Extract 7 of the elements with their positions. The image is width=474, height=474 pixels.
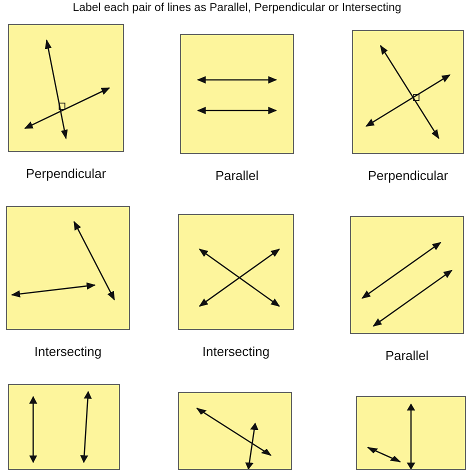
answer-label: Perpendicular [24,166,108,181]
answer-label: Parallel [384,348,430,363]
worksheet-heading: Label each pair of lines as Parallel, Perpendicular or Intersecting [72,2,402,14]
answer-label: Parallel [214,168,260,183]
answer-label: Intersecting [33,344,103,359]
answer-label: Perpendicular [366,168,450,183]
answer-label: Intersecting [201,344,271,359]
